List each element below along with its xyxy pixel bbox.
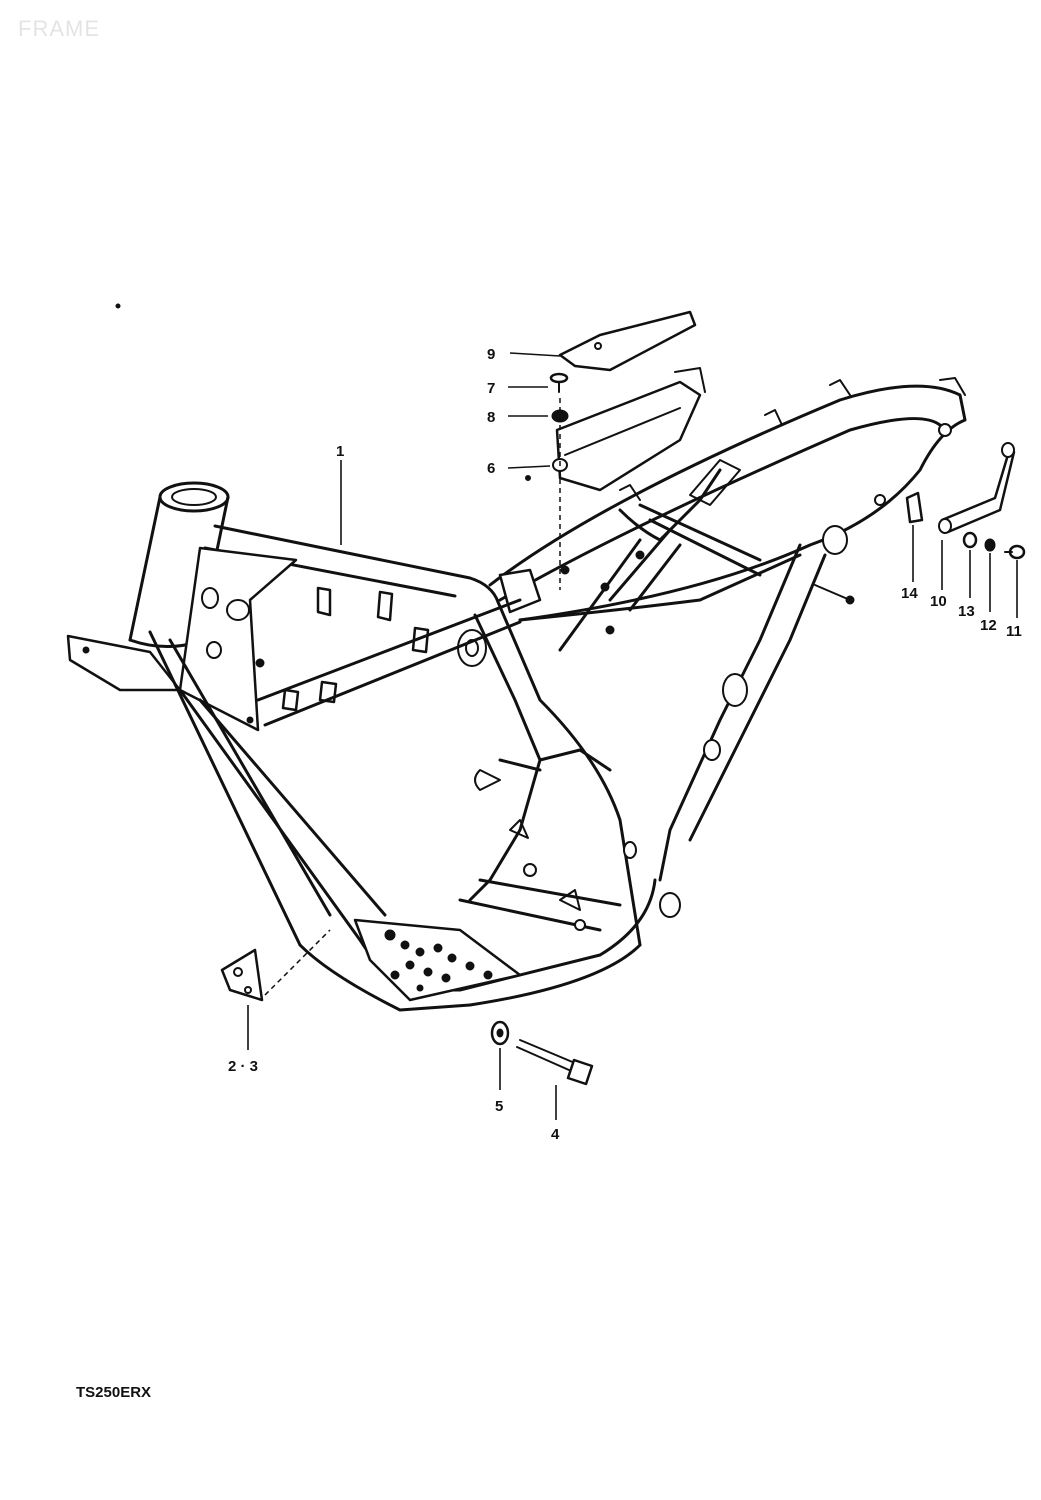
- callout-9: 9: [487, 346, 495, 363]
- part-10-bracket: [938, 442, 1016, 590]
- callout-7: 7: [487, 380, 495, 397]
- callout-11: 11: [1006, 623, 1022, 640]
- callout-1: 1: [336, 443, 344, 460]
- part-13-washer: [962, 531, 978, 598]
- callout-12: 12: [980, 617, 997, 634]
- callout-8: 8: [487, 409, 495, 426]
- part-12-nut: [984, 538, 996, 612]
- part-14-clip: [905, 491, 924, 582]
- part-5-nut: [490, 1020, 510, 1090]
- callout-5: 5: [495, 1098, 503, 1115]
- model-code: TS250ERX: [76, 1384, 151, 1401]
- callout-13: 13: [958, 603, 975, 620]
- part-8-grommet: [508, 409, 569, 423]
- callout-10: 10: [930, 593, 947, 610]
- callout-14: 14: [901, 585, 918, 602]
- callout-4: 4: [551, 1126, 560, 1143]
- part-7-screw: [508, 372, 569, 393]
- main-frame: [66, 303, 967, 1012]
- part-6-bracket: [507, 367, 706, 590]
- skid-plate-holes: [384, 929, 493, 992]
- watermark: FRAME: [18, 16, 100, 41]
- callout-6: 6: [487, 460, 495, 477]
- part-11-bolt: [1004, 544, 1026, 618]
- part-4-bolt: [516, 1039, 594, 1120]
- part-9-cover: [509, 310, 697, 372]
- callout-2-3: 2 · 3: [228, 1058, 258, 1075]
- part-2-3-bracket: [220, 929, 331, 1050]
